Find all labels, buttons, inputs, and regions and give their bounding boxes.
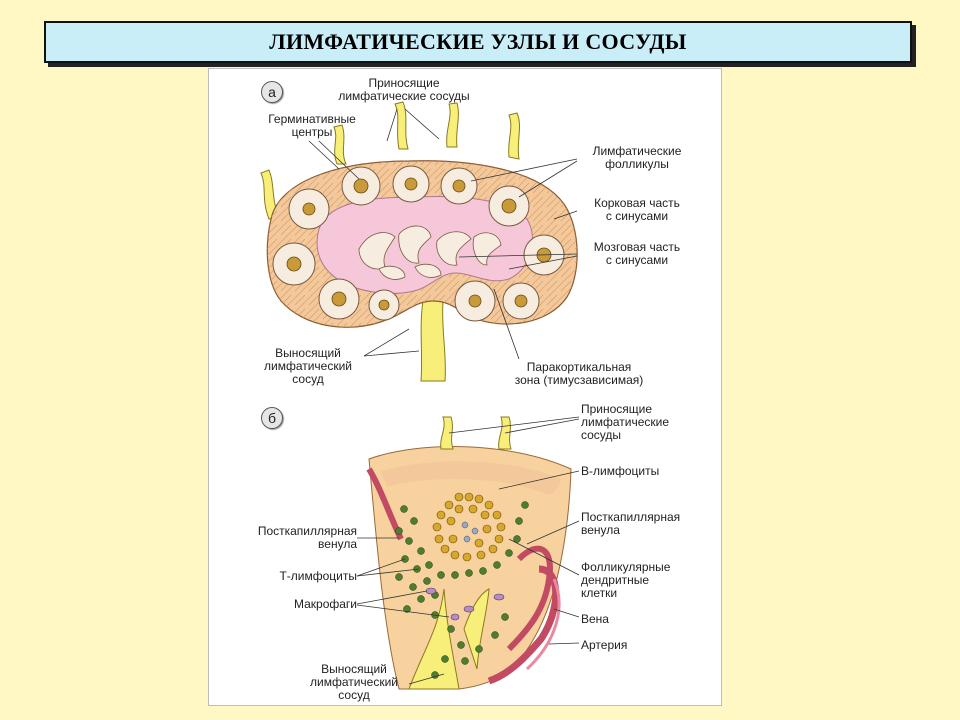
label-follicles: Лимфатические фолликулы [592,144,682,171]
diagram-figure: а б Приносящие лимфатические сосуды Герм… [208,68,722,706]
artery [525,578,561,671]
afferent-vessels-b [440,416,512,450]
follicle-detail-drawing [356,416,580,690]
vein [487,565,560,685]
follicles [272,165,565,322]
label-vein: Вена [581,612,609,626]
label-b-cells: В-лимфоциты [581,464,660,478]
page-title: ЛИМФАТИЧЕСКИЕ УЗЛЫ И СОСУДЫ [269,29,687,54]
label-postcap-right: Посткапиллярная венула [581,510,681,537]
panel-b-letter: б [261,407,283,429]
macrophages [425,587,505,621]
diagram-svg [260,101,580,690]
label-t-cells: Т-лимфоциты [279,569,357,583]
label-efferent-b: Выносящий лимфатический сосуд [309,662,399,702]
label-macrophages: Макрофаги [293,597,357,611]
label-artery: Артерия [581,638,628,652]
label-fdc: Фолликулярные дендритные клетки [581,560,671,600]
label-postcap-left: Посткапиллярная венула [257,524,357,551]
title-bar: ЛИМФАТИЧЕСКИЕ УЗЛЫ И СОСУДЫ [44,21,912,63]
label-efferent-a: Выносящий лимфатический сосуд [263,346,353,386]
medullary-cords [358,225,502,280]
label-afferent-b: Приносящие лимфатические сосуды [581,402,669,442]
leader-lines-a [308,108,578,360]
postcapillary-venule-right [506,545,553,652]
dendritic-cells [461,521,479,543]
b-cell-cluster [432,492,506,562]
efferent-vessel-a [420,300,446,382]
label-germinal: Герминативные центры [268,112,356,139]
label-medulla: Мозговая часть с синусами [593,240,681,267]
efferent-vessel-b [408,588,460,690]
label-paracortical: Паракортикальная зона (тимусзависимая) [514,360,644,387]
lymph-node-drawing [260,101,578,382]
panel-a-letter: а [261,81,283,103]
label-afferent-a: Приносящие лимфатические сосуды [338,76,470,103]
leader-lines-b [356,416,580,685]
label-cortex: Корковая часть с синусами [594,196,680,223]
